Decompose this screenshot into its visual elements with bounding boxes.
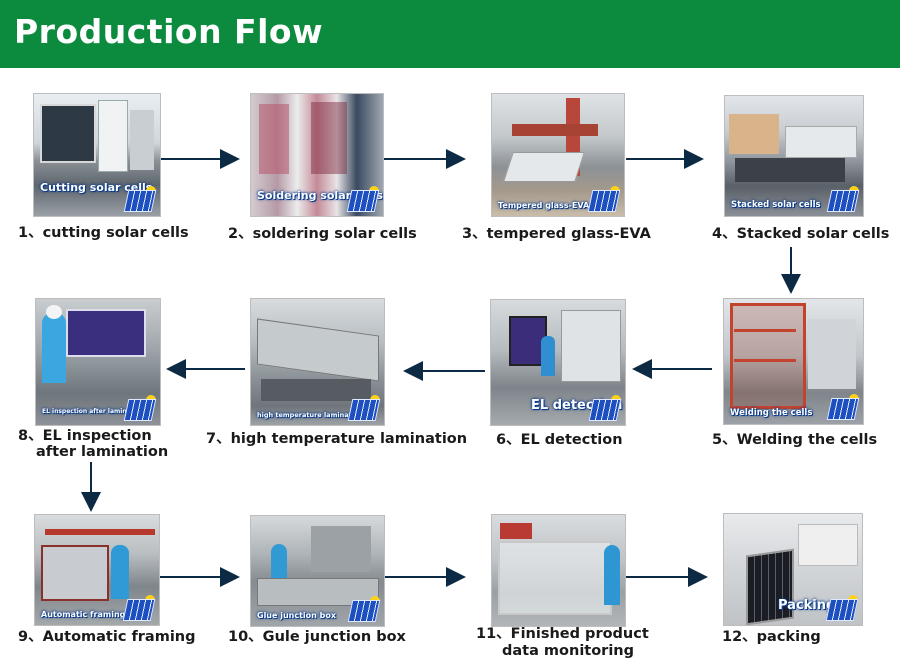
step-1-overlay: Cutting solar cells (40, 181, 153, 194)
step-11-photo (491, 514, 626, 627)
step-10-overlay: Glue junction box (257, 611, 337, 620)
step-7-photo: high temperature lamination (250, 298, 385, 426)
step-12-label: 12、packing (722, 629, 821, 645)
step-9-overlay: Automatic framing (41, 610, 126, 619)
step-2-photo: Soldering solar cells (250, 93, 384, 217)
step-10-label: 10、Gule junction box (228, 629, 406, 645)
step-1-photo: Cutting solar cells (33, 93, 161, 217)
step-8-label-line1: 8、EL inspection (18, 428, 152, 444)
step-9-photo: Automatic framing (34, 514, 160, 626)
step-2-label: 2、soldering solar cells (228, 226, 417, 242)
step-11-label-line1: 11、Finished product (476, 626, 649, 642)
step-3-label: 3、tempered glass-EVA (462, 226, 651, 242)
step-7-overlay: high temperature lamination (257, 411, 364, 419)
step-8-label-line2: after lamination (36, 444, 169, 460)
step-3-overlay: Tempered glass-EVA (498, 201, 590, 210)
page-title: Production Flow (14, 12, 324, 51)
step-4-overlay: Stacked solar cells (731, 200, 821, 210)
step-4-label: 4、Stacked solar cells (712, 226, 890, 242)
step-10-photo: Glue junction box (250, 515, 385, 627)
step-3-photo: Tempered glass-EVA (491, 93, 625, 217)
step-1-label: 1、cutting solar cells (18, 225, 189, 241)
step-9-label: 9、Automatic framing (18, 629, 196, 645)
step-12-photo: Packing (723, 513, 863, 626)
step-12-overlay: Packing (778, 598, 836, 613)
step-5-overlay: Welding the cells (730, 408, 813, 418)
step-5-photo: Welding the cells (723, 298, 864, 425)
step-7-label: 7、high temperature lamination (206, 431, 468, 447)
header-banner: Production Flow (0, 0, 900, 68)
step-8-photo: EL inspection after lamination (35, 298, 161, 426)
step-8-overlay: EL inspection after lamination (42, 408, 144, 415)
step-11-label-line2: data monitoring (502, 643, 635, 659)
step-5-label: 5、Welding the cells (712, 432, 878, 448)
step-6-label: 6、EL detection (496, 432, 623, 448)
step-4-photo: Stacked solar cells (724, 95, 864, 217)
step-6-photo: EL detection (490, 299, 626, 426)
